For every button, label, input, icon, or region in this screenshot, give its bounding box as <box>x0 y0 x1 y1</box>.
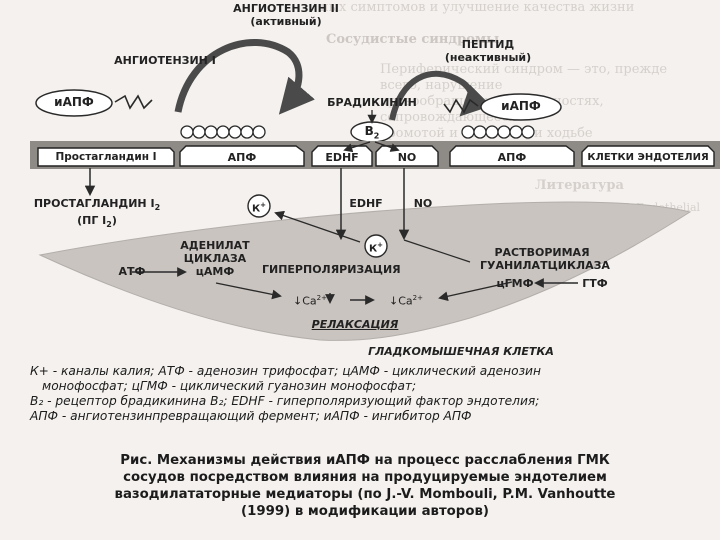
membrane-ace-left-label: АПФ <box>227 151 257 164</box>
legend-line: монофосфат; цГМФ - циклический гуанозин … <box>42 379 417 393</box>
cgmp-to-ca-arrow <box>438 281 513 302</box>
camp-to-ca-arrow <box>215 282 282 300</box>
legend-line: АПФ - ангиотензинпревращающий фермент; и… <box>30 409 472 423</box>
smooth-muscle-cell-label: ГЛАДКОМЫШЕЧНАЯ КЛЕТКА <box>368 345 554 358</box>
edhf-arrow-label: EDHF <box>349 197 383 210</box>
bradykinin-label: БРАДИКИНИН <box>327 96 417 109</box>
background-literature: Литература <box>535 178 624 193</box>
legend: К+ - каналы калия; АТФ - аденозин трифос… <box>30 364 698 424</box>
angiotensin-i-label: АНГИОТЕНЗИН I <box>114 54 216 67</box>
calcium-right-label: ↓Ca2+ <box>389 294 423 308</box>
calcium-left-label: ↓Ca2+ <box>293 294 327 308</box>
background-text: ных симптомов и улучшение качества жизни <box>320 0 635 15</box>
enzyme-circles-left <box>180 125 266 139</box>
b2-to-edhf-arrow <box>343 141 371 153</box>
membrane-prostaglandin-label: Простагландин I <box>55 151 157 163</box>
membrane-endothelial-cells-label: КЛЕТКИ ЭНДОТЕЛИЯ <box>587 152 709 163</box>
kplus-lower-label: К+ <box>368 241 384 255</box>
kplus-efflux-arrow <box>274 210 361 243</box>
peptide-label: ПЕПТИД (неактивный) <box>444 38 532 64</box>
no-to-guanylate-link <box>403 239 471 263</box>
atf-label: АТФ <box>118 265 146 278</box>
membrane-ace-right-label: АПФ <box>497 151 527 164</box>
smooth-muscle-cell-shape <box>38 201 692 341</box>
adenylate-cyclase-label: АДЕНИЛАТ ЦИКЛАЗА цАМФ <box>180 239 250 278</box>
membrane-no-label: NO <box>397 151 417 164</box>
b2-receptor-label: B2 <box>364 124 380 141</box>
pgi2-label: ПРОСТАГЛАНДИН I2 (ПГ I2) <box>33 197 161 230</box>
background-heading: Сосудистые синдромы <box>326 32 500 47</box>
iace-left-ellipse <box>35 89 113 117</box>
angiotensin-conversion-arrow <box>174 39 315 115</box>
legend-line: К+ - каналы калия; АТФ - аденозин трифос… <box>30 364 541 378</box>
cgmp-label: цГМФ <box>496 277 534 290</box>
enzyme-circles-right <box>461 125 535 139</box>
legend-line: B₂ - рецептор брадикинина B₂; EDHF - гип… <box>30 394 540 408</box>
gtf-label: ГТФ <box>582 277 608 290</box>
kplus-circle-upper <box>247 194 271 218</box>
no-arrow-label: NO <box>413 197 433 210</box>
guanylate-cyclase-label: РАСТВОРИМАЯ ГУАНИЛАТЦИКЛАЗА <box>480 246 610 272</box>
iace-right-label: иАПФ <box>501 99 541 113</box>
iace-left-label: иАПФ <box>54 95 94 109</box>
inhibition-zigzag-right <box>443 98 479 114</box>
inhibition-zigzag-left <box>114 94 153 110</box>
iace-right-ellipse <box>480 93 562 121</box>
figure-caption: Рис. Механизмы действия иАПФ на процесс … <box>114 453 616 519</box>
kplus-upper-label: К+ <box>251 201 267 215</box>
membrane-edhf-label: EDHF <box>325 151 359 164</box>
relaxation-label: РЕЛАКСАЦИЯ <box>311 318 399 331</box>
b2-to-no-arrow <box>374 141 400 152</box>
kplus-circle-lower <box>364 234 388 258</box>
angiotensin-ii-label: АНГИОТЕНЗИН II (активный) <box>233 2 339 28</box>
hyperpolarization-label: ГИПЕРПОЛЯРИЗАЦИЯ <box>262 263 401 276</box>
